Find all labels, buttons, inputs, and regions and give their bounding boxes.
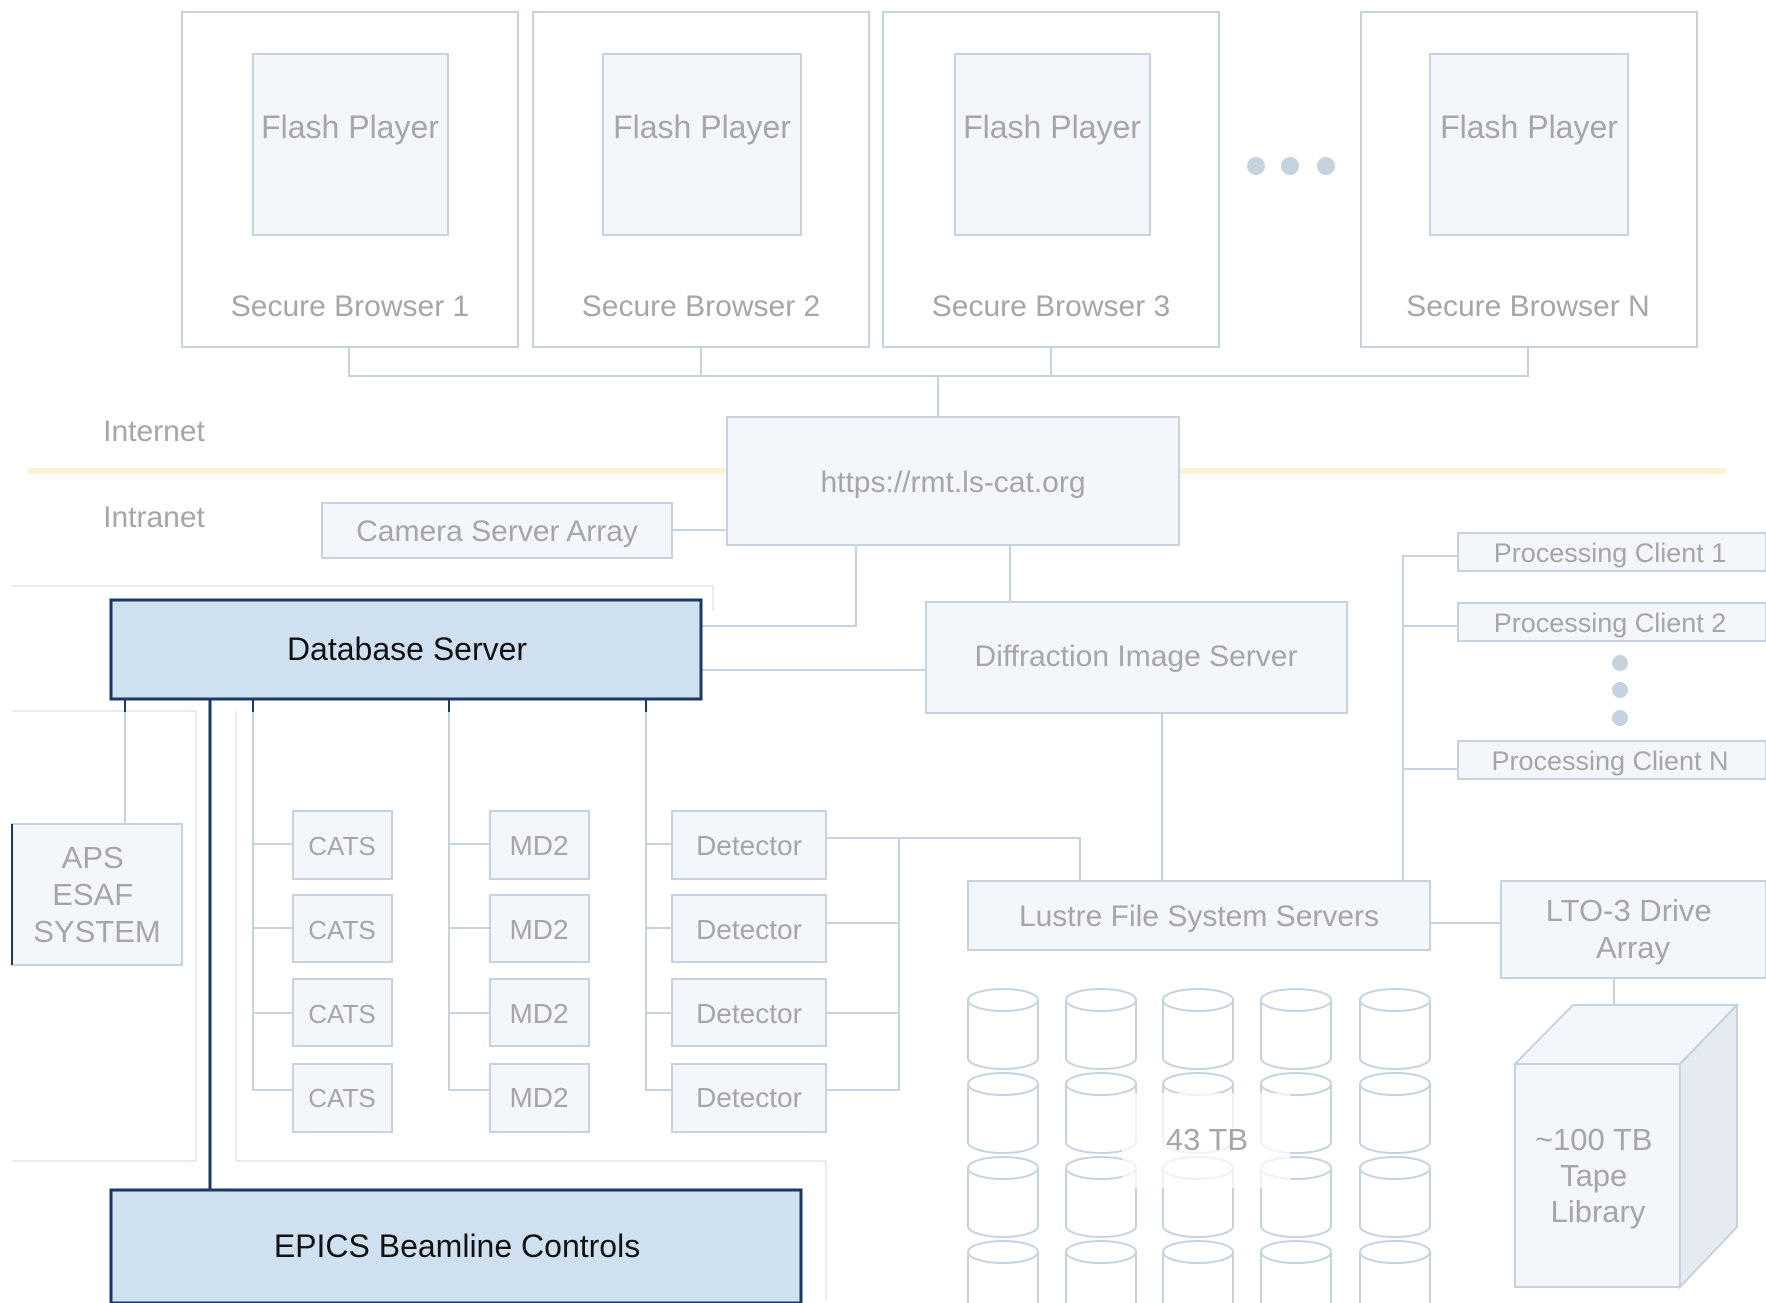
lustre-servers-box bbox=[967, 880, 1431, 951]
flash-player-n bbox=[1429, 53, 1629, 236]
epics-controls-box bbox=[109, 1188, 803, 1303]
flash-player-3-label: Flash Player bbox=[963, 109, 1141, 145]
diffraction-server-box bbox=[925, 601, 1348, 714]
epics-controls-label: EPICS Beamline Controls bbox=[274, 1228, 640, 1264]
md2-label: MD2 bbox=[509, 914, 568, 945]
server-label: https://rmt.ls-cat.org bbox=[820, 466, 1085, 499]
storage-label-backdrop bbox=[1122, 1093, 1290, 1188]
md2-label: MD2 bbox=[509, 830, 568, 861]
storage-capacity-label: 43 TB bbox=[1166, 1122, 1248, 1157]
disk-icon bbox=[1359, 988, 1431, 1070]
secure-browser-n-label: Secure Browser N bbox=[1406, 290, 1649, 323]
detector-label: Detector bbox=[696, 830, 802, 861]
disk-icon bbox=[967, 1156, 1039, 1238]
cats-label: CATS bbox=[308, 831, 375, 861]
processing-client-2-box bbox=[1457, 602, 1766, 642]
processing-client-2-label: Processing Client 2 bbox=[1494, 608, 1727, 638]
disk-icon bbox=[1359, 1240, 1431, 1303]
md2-label: MD2 bbox=[509, 1082, 568, 1113]
secure-browser-3-label: Secure Browser 3 bbox=[932, 290, 1170, 323]
database-drops bbox=[124, 699, 647, 712]
disk-icon bbox=[1260, 1240, 1332, 1303]
lto-drive-label: LTO-3 Drive Array bbox=[1546, 893, 1721, 965]
cats-label: CATS bbox=[308, 915, 375, 945]
disk-icon bbox=[967, 1072, 1039, 1154]
flash-player-2-label: Flash Player bbox=[613, 109, 791, 145]
disk-icon bbox=[1359, 1156, 1431, 1238]
processing-client-1-box bbox=[1457, 532, 1766, 572]
lustre-servers-label: Lustre File System Servers bbox=[1019, 900, 1379, 933]
md2-boxes bbox=[489, 810, 590, 1133]
disk-icon bbox=[1162, 1240, 1234, 1303]
flash-player-3 bbox=[954, 53, 1151, 236]
disk-icon bbox=[1065, 1240, 1137, 1303]
lto-drive-box bbox=[1500, 880, 1766, 979]
equipment-connectors bbox=[252, 712, 1081, 1091]
secure-browser-3 bbox=[882, 11, 1220, 348]
group-outlines bbox=[12, 585, 827, 1300]
flash-player-1-label: Flash Player bbox=[261, 109, 439, 145]
disk-icon bbox=[1065, 988, 1137, 1070]
internet-zone-label: Internet bbox=[103, 415, 205, 448]
disk-icon bbox=[967, 988, 1039, 1070]
cats-label: CATS bbox=[308, 999, 375, 1029]
secure-browser-n bbox=[1360, 11, 1698, 348]
processing-client-n-box bbox=[1457, 740, 1766, 780]
flash-player-n-label: Flash Player bbox=[1440, 109, 1618, 145]
more-browsers-ellipsis bbox=[1247, 157, 1335, 175]
diffraction-server-label: Diffraction Image Server bbox=[975, 640, 1298, 673]
cats-label: CATS bbox=[308, 1083, 375, 1113]
disk-icon bbox=[1260, 988, 1332, 1070]
tape-library-label: ~100 TB Tape Library bbox=[1535, 1122, 1661, 1229]
flash-player-2 bbox=[602, 53, 802, 236]
disk-icon bbox=[1065, 1156, 1137, 1238]
tape-library-cube bbox=[1512, 1002, 1740, 1290]
disk-icon bbox=[1359, 1072, 1431, 1154]
server-connectors bbox=[701, 545, 1163, 881]
processing-client-n-label: Processing Client N bbox=[1491, 746, 1728, 776]
aps-esaf-box bbox=[11, 823, 183, 966]
processing-connectors bbox=[1402, 555, 1458, 881]
detector-label: Detector bbox=[696, 1082, 802, 1113]
detector-boxes bbox=[671, 810, 827, 1133]
intranet-zone-label: Intranet bbox=[103, 501, 205, 534]
secure-browser-2-label: Secure Browser 2 bbox=[582, 290, 820, 323]
processing-client-1-label: Processing Client 1 bbox=[1494, 538, 1727, 568]
disk-icon bbox=[1162, 988, 1234, 1070]
flash-player-1 bbox=[252, 53, 449, 236]
cats-boxes bbox=[292, 810, 393, 1133]
secure-browser-1-label: Secure Browser 1 bbox=[231, 290, 469, 323]
more-clients-ellipsis bbox=[1612, 655, 1628, 726]
detector-label: Detector bbox=[696, 998, 802, 1029]
detector-label: Detector bbox=[696, 914, 802, 945]
aps-esaf-label: APS ESAF SYSTEM bbox=[33, 840, 160, 949]
browser-connectors bbox=[348, 347, 1529, 417]
server-box bbox=[726, 416, 1180, 546]
camera-server-box bbox=[321, 502, 673, 559]
database-server-label: Database Server bbox=[287, 631, 527, 667]
md2-label: MD2 bbox=[509, 998, 568, 1029]
camera-server-label: Camera Server Array bbox=[356, 515, 638, 548]
database-server-box bbox=[109, 598, 703, 701]
disk-icon bbox=[967, 1240, 1039, 1303]
